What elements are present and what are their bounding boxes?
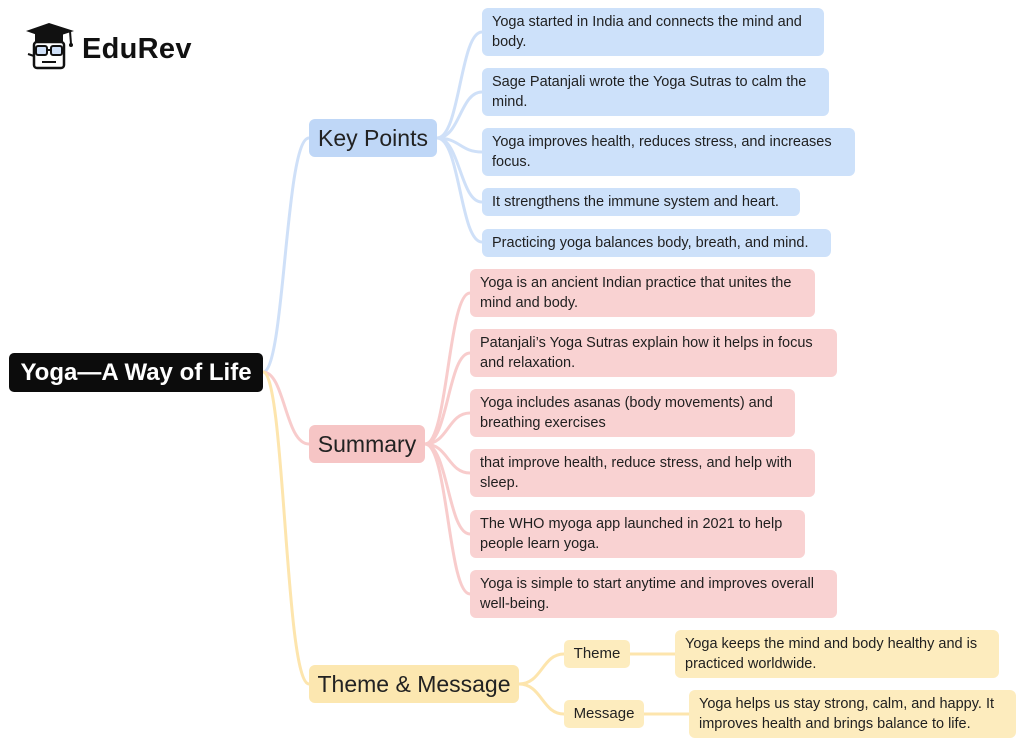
key-point-leaf[interactable]: Practicing yoga balances body, breath, a…: [482, 229, 831, 257]
link-root-theme: [261, 370, 311, 686]
key-point-leaf[interactable]: It strengthens the immune system and hea…: [482, 188, 800, 216]
key-point-leaf[interactable]: Yoga started in India and connects the m…: [482, 8, 824, 56]
summary-text: that improve health, reduce stress, and …: [480, 455, 792, 491]
message-text: Yoga helps us stay strong, calm, and hap…: [699, 696, 995, 732]
summary-text: Yoga is an ancient Indian practice that …: [480, 275, 792, 311]
summary-text: The WHO myoga app launched in 2021 to he…: [480, 516, 783, 552]
summary-leaf[interactable]: Yoga includes asanas (body movements) an…: [470, 389, 795, 437]
summary-leaf[interactable]: Yoga is simple to start anytime and impr…: [470, 570, 837, 618]
key-point-leaf[interactable]: Yoga improves health, reduces stress, an…: [482, 128, 855, 176]
theme-leaf[interactable]: Yoga keeps the mind and body healthy and…: [675, 630, 999, 678]
branch-theme-message[interactable]: Theme & Message: [309, 665, 519, 703]
brand-logo[interactable]: EduRev: [22, 22, 212, 74]
graduation-cap-mascot-icon: [26, 23, 74, 70]
key-point-text: Practicing yoga balances body, breath, a…: [492, 235, 809, 251]
summary-text: Yoga includes asanas (body movements) an…: [480, 395, 773, 431]
key-point-leaf[interactable]: Sage Patanjali wrote the Yoga Sutras to …: [482, 68, 829, 116]
summary-text: Patanjali’s Yoga Sutras explain how it h…: [480, 335, 813, 371]
link-root-keypoints: [261, 136, 311, 374]
summary-leaf[interactable]: Yoga is an ancient Indian practice that …: [470, 269, 815, 317]
sub-theme[interactable]: Theme: [564, 640, 630, 668]
summary-text: Yoga is simple to start anytime and impr…: [480, 576, 814, 612]
key-point-text: It strengthens the immune system and hea…: [492, 194, 779, 210]
key-point-text: Yoga improves health, reduces stress, an…: [492, 134, 832, 170]
root-node[interactable]: Yoga—A Way of Life: [9, 353, 263, 392]
brand-name: EduRev: [82, 33, 192, 65]
key-point-text: Sage Patanjali wrote the Yoga Sutras to …: [492, 74, 807, 110]
theme-text: Yoga keeps the mind and body healthy and…: [685, 636, 978, 672]
summary-leaf[interactable]: Patanjali’s Yoga Sutras explain how it h…: [470, 329, 837, 377]
branch-summary[interactable]: Summary: [309, 425, 425, 463]
sub-message[interactable]: Message: [564, 700, 644, 728]
summary-leaf[interactable]: The WHO myoga app launched in 2021 to he…: [470, 510, 805, 558]
summary-leaf[interactable]: that improve health, reduce stress, and …: [470, 449, 815, 497]
message-leaf[interactable]: Yoga helps us stay strong, calm, and hap…: [689, 690, 1016, 738]
key-point-text: Yoga started in India and connects the m…: [492, 14, 802, 50]
link-root-summary: [261, 370, 311, 446]
branch-key-points[interactable]: Key Points: [309, 119, 437, 157]
